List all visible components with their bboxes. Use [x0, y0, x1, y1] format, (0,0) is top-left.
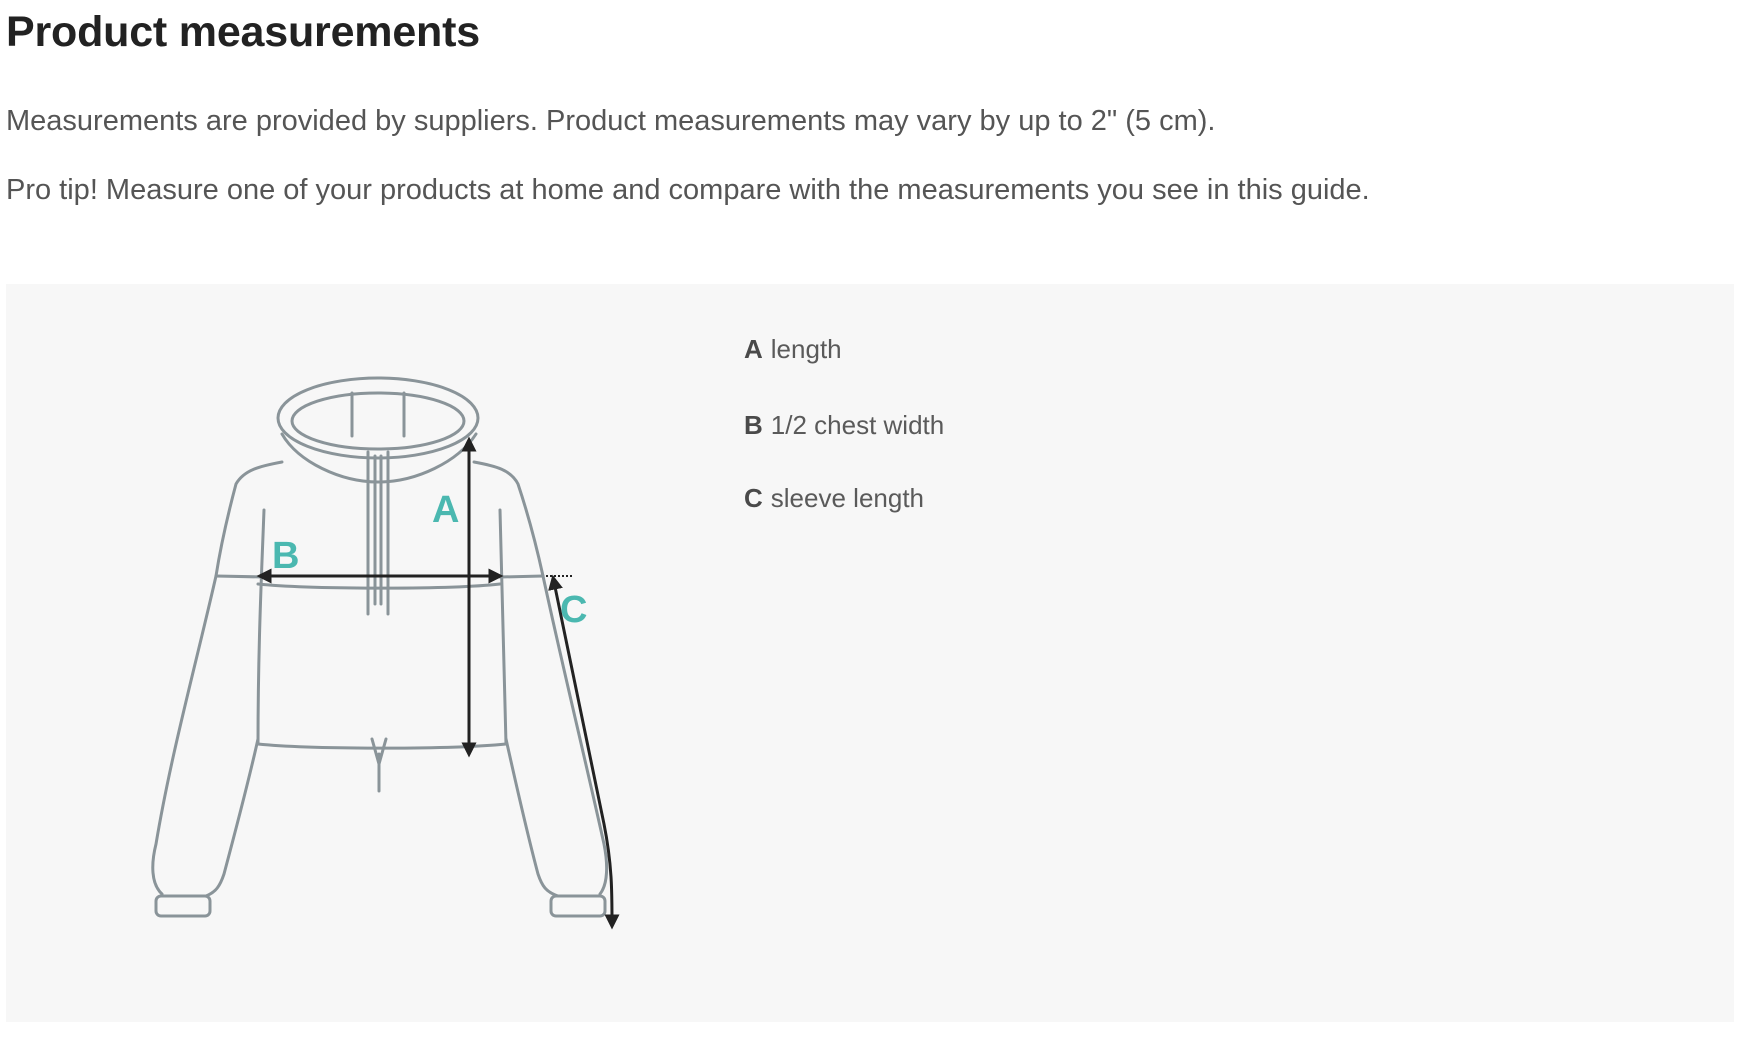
legend-text-a: length	[770, 334, 842, 364]
left-sleeve-inner	[204, 737, 260, 898]
left-sleeve-outer	[151, 574, 218, 896]
hood-outer	[276, 376, 480, 460]
left-cuff	[154, 894, 212, 918]
arrow-c-sleeve	[548, 574, 620, 930]
front-seam	[256, 582, 502, 590]
body-left-side	[256, 508, 266, 746]
label-c: C	[560, 589, 587, 631]
right-cuff	[549, 894, 607, 918]
label-a: A	[432, 489, 459, 531]
legend-text-c: sleeve length	[770, 483, 925, 513]
body-hem	[256, 742, 508, 750]
hoodie-diagram: A B C	[151, 376, 620, 930]
right-shoulder	[472, 460, 545, 578]
legend-text-b: 1/2 chest width	[770, 410, 945, 440]
legend-key-b: B	[744, 410, 763, 440]
measure-labels: A B C	[272, 489, 587, 631]
legend-key-c: C	[744, 483, 763, 513]
hood-front	[280, 432, 478, 484]
label-b: B	[272, 535, 299, 577]
right-sleeve-inner	[504, 737, 560, 898]
chest-seam	[214, 574, 545, 579]
legend-key-a: A	[744, 334, 763, 364]
body-right-side	[498, 508, 508, 746]
hoodie-outline	[151, 376, 609, 918]
hood-inner	[290, 391, 466, 451]
left-shoulder	[214, 460, 284, 578]
supplier-note: Measurements are provided by suppliers. …	[6, 105, 1216, 137]
page-title: Product measurements	[6, 8, 480, 56]
measure-arrows	[256, 436, 620, 930]
hem-toggle	[370, 737, 388, 793]
pro-tip: Pro tip! Measure one of your products at…	[6, 174, 1370, 206]
